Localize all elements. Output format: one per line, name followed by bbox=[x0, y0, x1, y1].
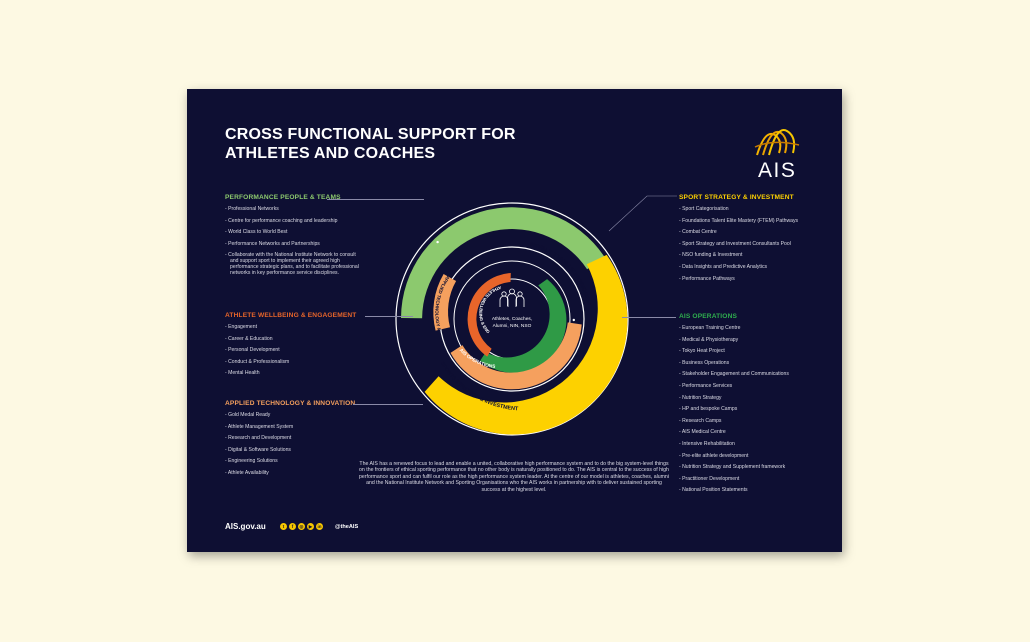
instagram-icon[interactable]: ◎ bbox=[298, 523, 305, 530]
youtube-icon[interactable]: ▶ bbox=[307, 523, 314, 530]
list-athlete-wellbeing: Engagement Career & Education Personal D… bbox=[225, 324, 365, 382]
list-performance-people: Professional Networks Centre for perform… bbox=[225, 206, 365, 282]
list-item: Foundations Talent Elite Mastery (FTEM) … bbox=[679, 218, 819, 224]
center-line-2: Alumni, NIN, NSO bbox=[493, 323, 532, 329]
node-dot bbox=[436, 240, 439, 244]
social-handle: @theAIS bbox=[335, 524, 359, 530]
list-item: Athlete Availability bbox=[225, 470, 365, 476]
leader-line bbox=[622, 317, 676, 318]
list-item: Career & Education bbox=[225, 336, 365, 342]
list-item: Sport Categorisation bbox=[679, 206, 819, 212]
leader-line bbox=[327, 199, 424, 200]
list-item: Collaborate with the National Institute … bbox=[225, 252, 365, 276]
list-item: National Position Statements bbox=[679, 487, 829, 493]
heading-ais-operations: AIS OPERATIONS bbox=[679, 313, 738, 320]
list-item: Gold Medal Ready bbox=[225, 412, 365, 418]
poster: CROSS FUNCTIONAL SUPPORT FOR ATHLETES AN… bbox=[187, 89, 842, 552]
twitter-icon[interactable]: t bbox=[280, 523, 287, 530]
heading-applied-technology: APPLIED TECHNOLOGY & INNOVATION bbox=[225, 400, 356, 407]
list-item: Pre-elite athlete development bbox=[679, 453, 829, 459]
list-item: HP and bespoke Camps bbox=[679, 406, 829, 412]
list-item: Combat Centre bbox=[679, 229, 819, 235]
list-item: Sport Strategy and Investment Consultant… bbox=[679, 241, 819, 247]
footer-url-link[interactable]: AIS.gov.au bbox=[225, 522, 266, 531]
arc-athlete-wellbeing bbox=[467, 273, 511, 357]
list-applied-technology: Gold Medal Ready Athlete Management Syst… bbox=[225, 412, 365, 482]
concentric-diagram: PERFORMANCE PEOPLE & TEAMS APPLIED TECHN… bbox=[377, 184, 629, 436]
list-item: Research Camps bbox=[679, 418, 829, 424]
list-item: Professional Networks bbox=[225, 206, 365, 212]
list-item: European Training Centre bbox=[679, 325, 829, 331]
athletes-group-icon bbox=[499, 288, 525, 307]
title-line-1: CROSS FUNCTIONAL SUPPORT FOR bbox=[225, 126, 516, 143]
list-item: Practitioner Development bbox=[679, 476, 829, 482]
list-ais-operations: European Training Centre Medical & Physi… bbox=[679, 325, 829, 499]
list-item: World Class to World Best bbox=[225, 229, 365, 235]
linkedin-icon[interactable]: in bbox=[316, 523, 323, 530]
arc-performance-people bbox=[401, 207, 605, 319]
list-item: Mental Health bbox=[225, 370, 365, 376]
list-item: Research and Development bbox=[225, 435, 365, 441]
list-item: Data Insights and Predictive Analytics bbox=[679, 264, 819, 270]
list-item: Personal Development bbox=[225, 347, 365, 353]
leader-line bbox=[353, 404, 423, 405]
leader-line-diagonal bbox=[608, 195, 677, 232]
leader-line bbox=[365, 316, 413, 317]
list-item: Engagement bbox=[225, 324, 365, 330]
ais-logo-text: AIS bbox=[758, 159, 797, 182]
heading-athlete-wellbeing: ATHLETE WELLBEING & ENGAGEMENT bbox=[225, 312, 357, 319]
list-sport-strategy: Sport Categorisation Foundations Talent … bbox=[679, 206, 819, 287]
list-item: NSO funding & Investment bbox=[679, 252, 819, 258]
list-item: Performance Networks and Partnerships bbox=[225, 241, 365, 247]
heading-sport-strategy: SPORT STRATEGY & INVESTMENT bbox=[679, 194, 794, 201]
list-item: Athlete Management System bbox=[225, 424, 365, 430]
list-item: Digital & Software Solutions bbox=[225, 447, 365, 453]
center-line-1: Athletes, Coaches, bbox=[492, 316, 532, 322]
arc-applied-technology-lower bbox=[450, 322, 582, 390]
list-item: Centre for performance coaching and lead… bbox=[225, 218, 365, 224]
social-icons: t f ◎ ▶ in bbox=[280, 523, 323, 530]
facebook-icon[interactable]: f bbox=[289, 523, 296, 530]
list-item: Conduct & Professionalism bbox=[225, 359, 365, 365]
intro-paragraph: The AIS has a renewed focus to lead and … bbox=[359, 461, 669, 493]
list-item: AIS Medical Centre bbox=[679, 429, 829, 435]
list-item: Performance Pathways bbox=[679, 276, 819, 282]
arc-ais-operations bbox=[480, 279, 567, 373]
list-item: Business Operations bbox=[679, 360, 829, 366]
list-item: Stakeholder Engagement and Communication… bbox=[679, 371, 829, 377]
ais-logo-mark-icon bbox=[754, 129, 800, 156]
list-item: Performance Services bbox=[679, 383, 829, 389]
arc-applied-technology bbox=[433, 274, 457, 331]
list-item: Tokyo Heat Project bbox=[679, 348, 829, 354]
list-item: Nutrition Strategy bbox=[679, 395, 829, 401]
node-dot bbox=[572, 318, 575, 322]
arc-sport-strategy bbox=[424, 254, 628, 435]
list-item: Nutrition Strategy and Supplement framew… bbox=[679, 464, 829, 470]
list-item: Engineering Solutions bbox=[225, 458, 365, 464]
list-item: Medical & Physiotherapy bbox=[679, 337, 829, 343]
title-line-2: ATHLETES AND COACHES bbox=[225, 145, 436, 162]
list-item: Intensive Rehabilitation bbox=[679, 441, 829, 447]
heading-performance-people: PERFORMANCE PEOPLE & TEAMS bbox=[225, 194, 341, 201]
poster-title: CROSS FUNCTIONAL SUPPORT FOR ATHLETES AN… bbox=[225, 125, 555, 163]
